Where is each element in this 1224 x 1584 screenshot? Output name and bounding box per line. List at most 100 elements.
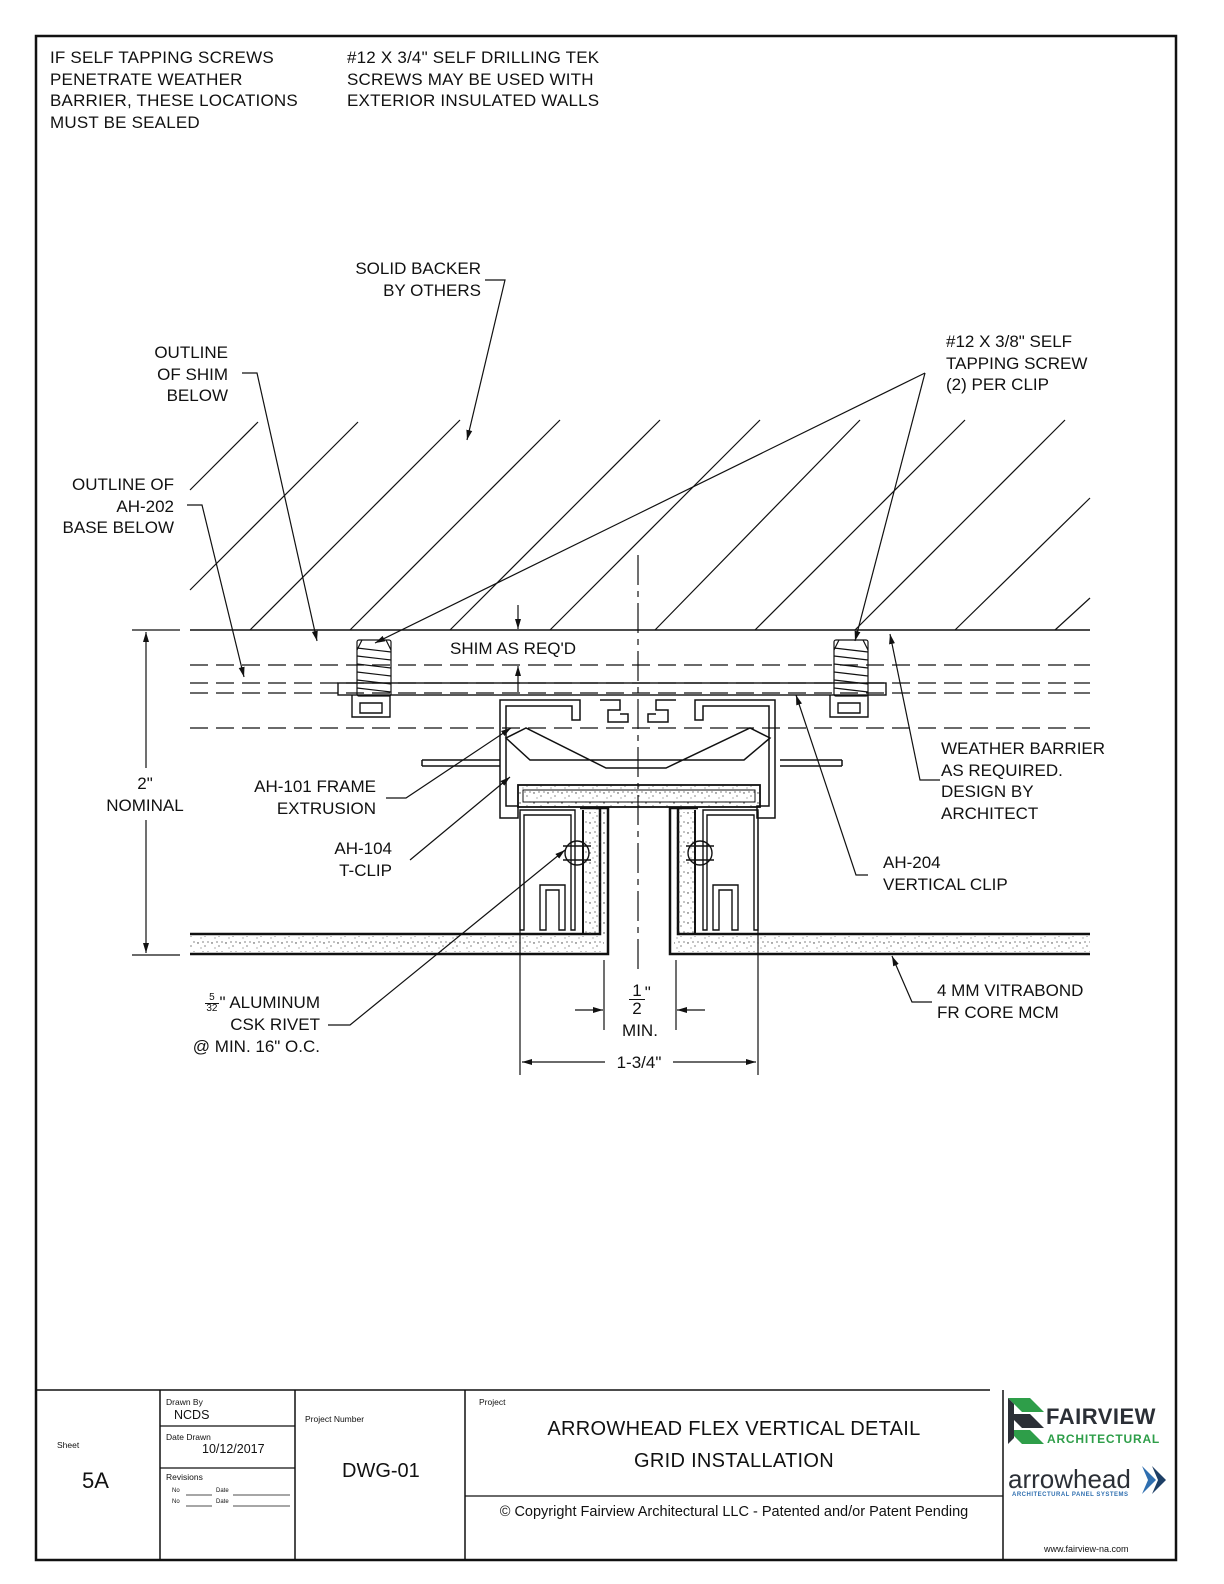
callout-line: FR CORE MCM	[937, 1002, 1059, 1022]
mcm-panel-left	[190, 806, 610, 956]
callout-tapping-screw: #12 X 3/8" SELF TAPPING SCREW (2) PER CL…	[946, 331, 1087, 396]
fraction-numerator: 1	[629, 982, 645, 1000]
arrowhead-tagline: ARCHITECTURAL PANEL SYSTEMS	[1012, 1492, 1129, 1498]
callout-vertical-clip: AH-204 VERTICAL CLIP	[883, 852, 1008, 895]
callout-tclip: AH-104 T-CLIP	[300, 838, 392, 881]
revision-date-label: Date	[216, 1499, 229, 1505]
sheet-label: Sheet	[57, 1440, 80, 1450]
dimension-nominal-label: 2" NOMINAL	[90, 773, 200, 816]
solid-backer-hatch	[189, 419, 1091, 631]
project-label: Project	[479, 1397, 506, 1407]
dimension-gap	[575, 960, 705, 1030]
callout-line: OF SHIM	[157, 364, 228, 384]
callout-line: 4 MM VITRABOND	[937, 981, 1084, 1000]
screw-left	[356, 639, 392, 697]
note-line: #12 X 3/4" SELF DRILLING TEK	[347, 48, 600, 67]
project-number-value: DWG-01	[342, 1460, 420, 1482]
revision-no-label: No	[172, 1488, 180, 1494]
callout-line: BASE BELOW	[62, 518, 174, 537]
ah-104-tclip	[517, 784, 761, 808]
drawn-by-value: NCDS	[174, 1408, 210, 1422]
drawn-by-label: Drawn By	[166, 1397, 203, 1407]
callout-line: T-CLIP	[339, 860, 392, 880]
note-sealing: IF SELF TAPPING SCREWS PENETRATE WEATHER…	[50, 47, 298, 133]
ah-202-base	[337, 682, 887, 718]
callout-solid-backer: SOLID BACKER BY OTHERS	[330, 258, 481, 301]
screw-right	[833, 639, 869, 697]
note-line: SCREWS MAY BE USED WITH	[347, 69, 594, 89]
callout-line: AS REQUIRED.	[941, 760, 1063, 780]
note-line: PENETRATE WEATHER	[50, 69, 243, 89]
sheet-number: 5A	[82, 1468, 109, 1493]
mcm-panel-right	[668, 806, 1090, 956]
rivet-size-text: " ALUMINUM	[219, 993, 321, 1012]
note-line: BARRIER, THESE LOCATIONS	[50, 91, 298, 110]
note-tek-screws: #12 X 3/4" SELF DRILLING TEK SCREWS MAY …	[347, 47, 599, 112]
callout-line: AH-101 FRAME	[254, 777, 376, 796]
fraction-denominator: 32	[206, 1003, 218, 1015]
callout-line: OUTLINE	[154, 343, 228, 362]
callout-line: #12 X 3/8" SELF	[946, 332, 1073, 351]
dimension-2in	[132, 629, 180, 956]
revision-no-label: No	[172, 1499, 180, 1505]
website-text: www.fairview-na.com	[1044, 1544, 1129, 1554]
project-number-label: Project Number	[305, 1414, 365, 1424]
callout-frame-extrusion: AH-101 FRAME EXTRUSION	[220, 776, 376, 819]
ah-101-frame	[421, 699, 843, 819]
project-title-line-2: GRID INSTALLATION	[634, 1450, 834, 1472]
dimension-width-label: 1-3/4"	[605, 1052, 673, 1074]
callout-outline-shim: OUTLINE OF SHIM BELOW	[120, 342, 228, 407]
callout-line: DESIGN BY	[941, 782, 1034, 801]
callout-line: (2) PER CLIP	[946, 375, 1049, 394]
callout-line: AH-202	[116, 496, 174, 516]
revisions-label: Revisions	[166, 1472, 203, 1482]
fairview-logo-icon	[1008, 1398, 1044, 1444]
arrowhead-wordmark: arrowhead	[1008, 1464, 1131, 1494]
callout-line: OUTLINE OF	[71, 475, 174, 494]
callout-line: BY OTHERS	[383, 280, 481, 300]
callout-line: 2"	[137, 774, 153, 793]
callout-line: TAPPING SCREW	[946, 353, 1088, 373]
fairview-wordmark: FAIRVIEW	[1046, 1404, 1156, 1429]
callout-line: EXTRUSION	[276, 798, 376, 818]
callout-line: AH-104	[334, 839, 392, 858]
architectural-wordmark: ARCHITECTURAL	[1047, 1432, 1161, 1446]
callout-line: @ MIN. 16" O.C.	[192, 1036, 320, 1056]
callout-weather-barrier: WEATHER BARRIER AS REQUIRED. DESIGN BY A…	[941, 738, 1105, 824]
gap-min-text: MIN.	[622, 1020, 658, 1040]
callout-line: NOMINAL	[106, 795, 184, 815]
project-title-line-1: ARROWHEAD FLEX VERTICAL DETAIL	[547, 1418, 921, 1440]
leaders	[187, 279, 940, 1026]
fraction-denominator: 2	[632, 999, 642, 1018]
callout-line: CSK RIVET	[230, 1015, 320, 1035]
inch-mark: "	[644, 983, 651, 1002]
callout-line: ARCHITECT	[941, 803, 1039, 823]
callout-line: AH-204	[883, 853, 941, 872]
copyright-notice: © Copyright Fairview Architectural LLC -…	[499, 1504, 969, 1520]
section-drawing	[132, 279, 1091, 1075]
note-line: MUST BE SEALED	[50, 112, 200, 132]
title-block	[36, 1389, 1004, 1560]
dimension-width	[519, 812, 759, 1075]
callout-line: SOLID BACKER	[355, 259, 481, 278]
callout-shim: SHIM AS REQ'D	[450, 639, 577, 658]
callout-line: WEATHER BARRIER	[941, 739, 1106, 758]
callout-vitrabond: 4 MM VITRABOND FR CORE MCM	[937, 980, 1083, 1023]
hidden-outlines	[190, 664, 1090, 729]
callout-line: BELOW	[166, 386, 228, 405]
ah-204-vertical-clip	[519, 809, 759, 931]
note-line: IF SELF TAPPING SCREWS	[50, 48, 274, 67]
date-drawn-value: 10/12/2017	[202, 1442, 265, 1456]
fraction-numerator: 5	[205, 993, 219, 1005]
callout-line: VERTICAL CLIP	[883, 874, 1008, 894]
arrowhead-logo-icon	[1142, 1466, 1166, 1494]
sheet-border	[34, 34, 1178, 1562]
callout-outline-base: OUTLINE OF AH-202 BASE BELOW	[40, 474, 174, 539]
